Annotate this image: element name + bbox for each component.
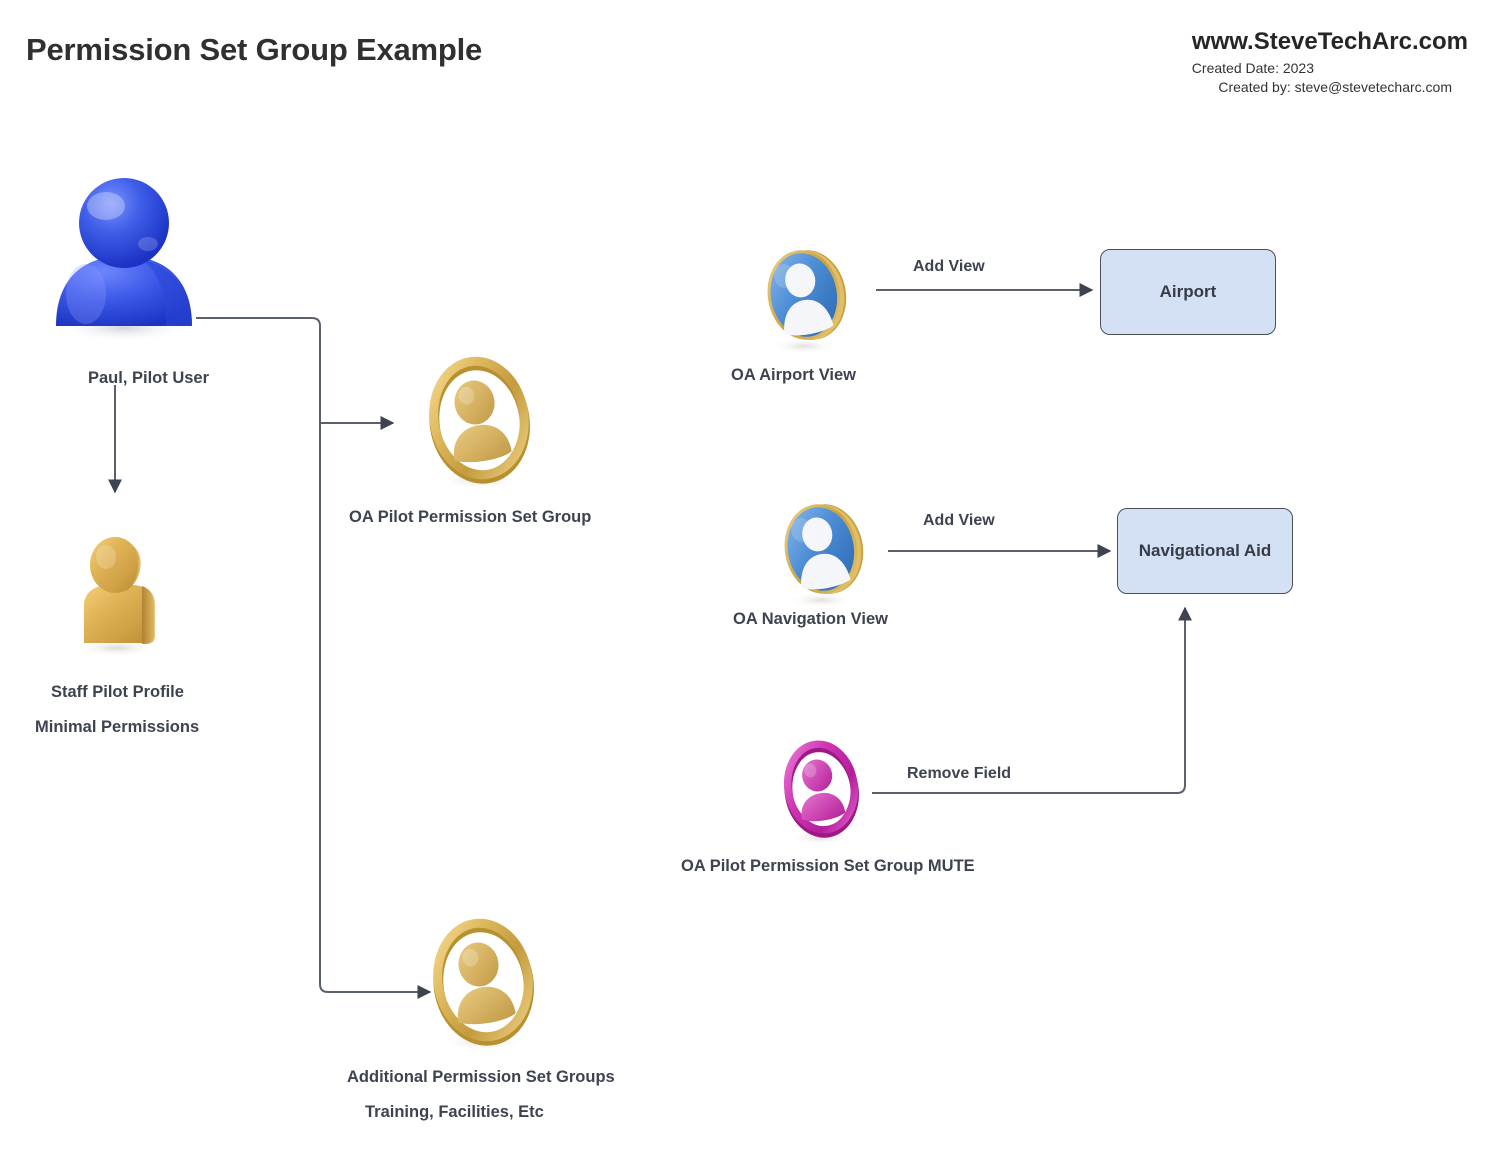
- user-blue-label: Paul, Pilot User: [88, 369, 210, 387]
- created-by: Created by: steve@stevetecharc.com: [1218, 79, 1452, 95]
- additional-psg-label: Additional Permission Set Groups: [347, 1068, 615, 1086]
- additional-psg-sublabel: Training, Facilities, Etc: [365, 1103, 544, 1121]
- edge-label-remove-field: Remove Field: [907, 765, 1012, 782]
- edge-label-add-view-navaid: Add View: [923, 512, 995, 529]
- user-blue-icon[interactable]: [46, 176, 206, 351]
- page-title: Permission Set Group Example: [26, 32, 483, 67]
- permission-set-blue-icon-2[interactable]: [775, 500, 870, 610]
- edge-label-add-view-airport: Add View: [913, 258, 985, 275]
- permission-set-group-magenta-icon[interactable]: [776, 737, 866, 847]
- object-box-navigational-aid[interactable]: Navigational Aid: [1117, 508, 1293, 594]
- permission-set-blue-icon[interactable]: [758, 246, 853, 356]
- edge-paul-to-additional-psg: [196, 317, 432, 999]
- profile-gold-label: Staff Pilot Profile: [51, 683, 184, 701]
- oa-airport-view-label: OA Airport View: [731, 366, 856, 384]
- pilot-psg-label: OA Pilot Permission Set Group: [349, 508, 592, 526]
- permission-set-group-gold-icon-2[interactable]: [428, 918, 538, 1053]
- airport-box-label: Airport: [1159, 282, 1217, 301]
- created-date: Created Date: 2023: [1191, 60, 1314, 76]
- navigational-aid-box-label: Navigational Aid: [1138, 541, 1272, 560]
- pilot-psg-mute-label: OA Pilot Permission Set Group MUTE: [681, 857, 975, 875]
- oa-nav-view-label: OA Navigation View: [733, 610, 888, 628]
- permission-set-group-gold-icon[interactable]: [424, 356, 534, 491]
- profile-gold-sublabel: Minimal Permissions: [35, 718, 200, 736]
- object-box-airport[interactable]: Airport: [1100, 249, 1276, 335]
- profile-gold-icon[interactable]: [62, 535, 172, 660]
- site-url: www.SteveTechArc.com: [1191, 28, 1468, 55]
